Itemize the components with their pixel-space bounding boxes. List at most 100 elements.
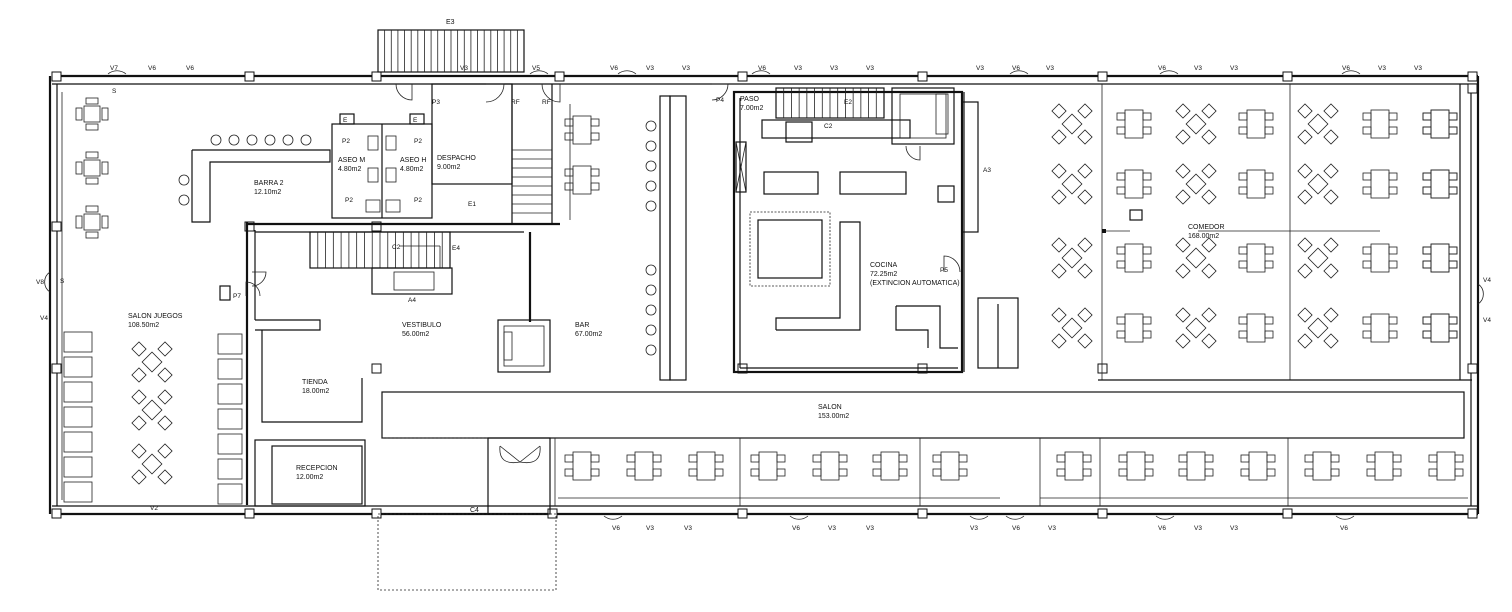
room-name-barra: BARRA 2	[254, 180, 284, 187]
arcade-bench	[217, 383, 243, 405]
chair	[1388, 172, 1398, 181]
chair	[1082, 468, 1092, 477]
diamond-table-set	[1051, 103, 1093, 145]
table-top	[1430, 109, 1450, 139]
stair-code-e1: E1	[468, 201, 476, 208]
chair	[1201, 307, 1217, 323]
chair	[714, 468, 724, 477]
door-swing	[245, 281, 261, 297]
rect-table-set	[1422, 169, 1458, 199]
door-code-p2-2: P2	[414, 138, 422, 145]
table-top	[1124, 169, 1144, 199]
diamond-table-set	[1297, 163, 1339, 205]
table-top	[1246, 109, 1266, 139]
window-code: V3	[866, 65, 874, 72]
chair	[1448, 246, 1458, 255]
chair	[1144, 468, 1154, 477]
chair	[590, 168, 600, 177]
chair	[1201, 103, 1217, 119]
chair	[1304, 454, 1314, 463]
window-code: V3	[646, 525, 654, 532]
diamond-table-set	[1297, 237, 1339, 279]
chair	[1388, 260, 1398, 269]
chair	[1297, 103, 1313, 119]
room-name-salon: SALON	[818, 404, 842, 411]
chair	[1448, 186, 1458, 195]
window-code: V6	[758, 65, 766, 72]
chair	[1366, 454, 1376, 463]
table-top	[1436, 451, 1456, 481]
door-swings	[44, 70, 1484, 520]
chair	[1323, 263, 1339, 279]
room-name-bar: BAR	[575, 322, 589, 329]
chair	[1422, 112, 1432, 121]
chair	[85, 151, 99, 159]
window-bump	[1335, 515, 1355, 520]
bar-stool	[300, 134, 312, 146]
chair	[1362, 186, 1372, 195]
room-area-comedor: 168.00m2	[1188, 233, 1219, 240]
rect-table-set	[812, 451, 848, 481]
chair	[1323, 163, 1339, 179]
chair	[776, 468, 786, 477]
code-e-2: E	[413, 117, 418, 124]
chair	[1422, 246, 1432, 255]
chair	[590, 182, 600, 191]
chair	[1422, 246, 1432, 255]
game-room-furniture	[63, 97, 243, 505]
window-code: V3	[1230, 65, 1238, 72]
chair	[1264, 246, 1274, 255]
table-top	[1430, 109, 1450, 139]
chair	[872, 468, 882, 477]
structural-columns	[51, 71, 1478, 519]
table-top	[880, 451, 900, 481]
chair	[1388, 316, 1398, 325]
diamond-table-set	[1051, 307, 1093, 349]
code-e-1: E	[343, 117, 348, 124]
chair	[131, 469, 147, 485]
chair	[1056, 454, 1066, 463]
bar-stool	[645, 160, 657, 172]
chair	[1116, 172, 1126, 181]
diamond-table-set	[131, 341, 173, 383]
chair	[1422, 316, 1432, 325]
chair	[1362, 112, 1372, 121]
rect-table-set	[1304, 451, 1340, 481]
window-code: V3	[1046, 65, 1054, 72]
window-code: V6	[186, 65, 194, 72]
window-code: V3	[976, 65, 984, 72]
chair	[750, 454, 760, 463]
chair	[750, 468, 760, 477]
chair	[1297, 129, 1313, 145]
chair	[1448, 126, 1458, 135]
arcade-bench	[217, 358, 243, 380]
arcade-bench	[217, 408, 243, 430]
window-code: V3	[460, 65, 468, 72]
entrance-canopy: C4	[377, 437, 557, 591]
rect-table-set	[1238, 243, 1274, 273]
diamond-table-set	[1297, 307, 1339, 349]
arcade-bench	[217, 433, 243, 455]
room-name-cocina: COCINA	[870, 262, 898, 269]
chair	[1142, 112, 1152, 121]
table-top	[1430, 313, 1450, 343]
chair	[958, 454, 968, 463]
room-name-salon-juegos: SALON JUEGOS	[128, 313, 183, 320]
chair	[1448, 186, 1458, 195]
staircase-e3: E3	[377, 19, 525, 73]
table-top	[1061, 317, 1083, 339]
arcade-bench	[63, 456, 93, 478]
chair	[1297, 307, 1313, 323]
staircase-label: E3	[446, 19, 455, 26]
chair	[1116, 246, 1126, 255]
chair	[1448, 330, 1458, 339]
window-code: V3	[1048, 525, 1056, 532]
window-code: V6	[1158, 525, 1166, 532]
chair	[812, 468, 822, 477]
window-code: V4	[1483, 317, 1491, 324]
room-area-salon: 153.00m2	[818, 413, 849, 420]
window-code: V6	[610, 65, 618, 72]
window-code: V3	[1194, 525, 1202, 532]
chair	[1175, 129, 1191, 145]
window-code: V6	[792, 525, 800, 532]
